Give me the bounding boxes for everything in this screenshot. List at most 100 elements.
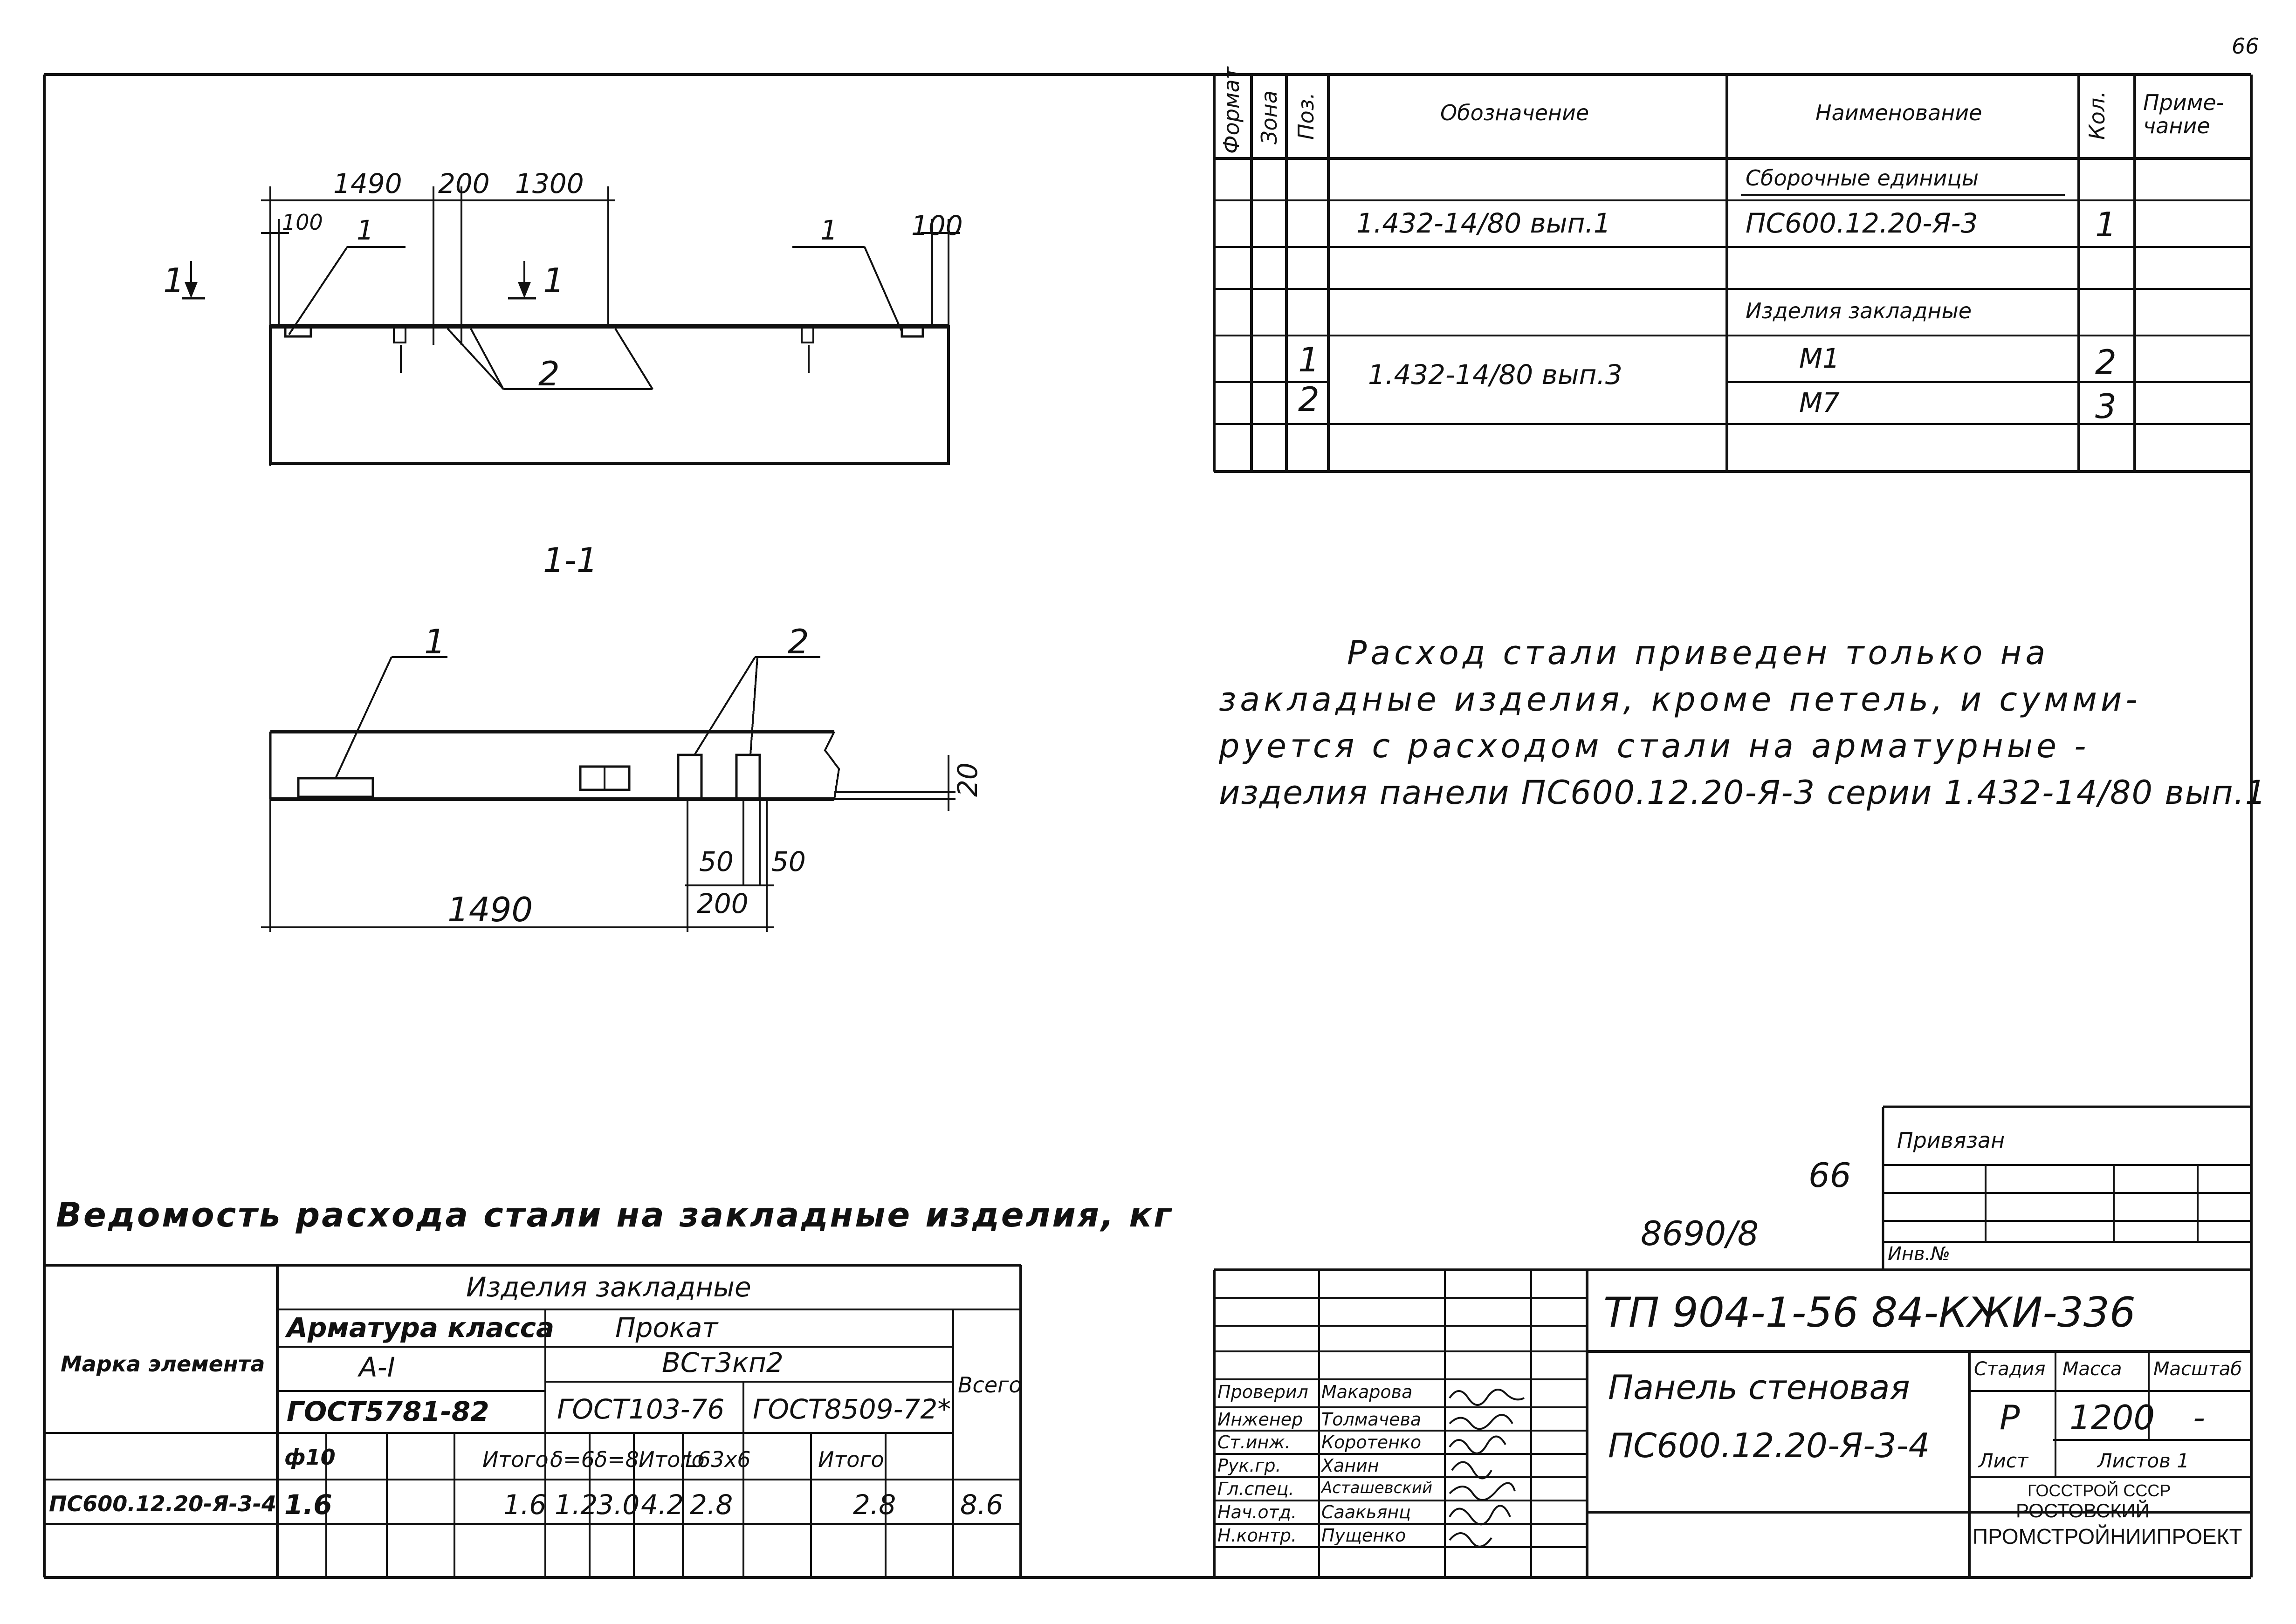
section-mark-left-label: 1 — [163, 261, 185, 300]
plan-dim-1490: 1490 — [333, 168, 402, 199]
signer-role-4: Рук.гр. — [1217, 1455, 1281, 1476]
spec-row3-name: М7 — [1799, 387, 1840, 418]
stamp-inv-no: Инв.№ — [1888, 1243, 1950, 1265]
spec-header-pos: Поз. — [1293, 92, 1319, 140]
steel-sub-s6: δ=6 — [550, 1447, 595, 1472]
plan-callout-2: 2 — [538, 354, 560, 393]
stamp-scale: - — [2193, 1398, 2205, 1437]
steel-sub-itogo1: Итого — [482, 1447, 549, 1472]
steel-row-itogo2: 4.2 — [641, 1489, 684, 1521]
spec-header-zone: Зона — [1257, 90, 1282, 144]
steel-group: Изделия закладные — [466, 1271, 751, 1303]
stamp-attached: Привязан — [1897, 1128, 2005, 1153]
plan-callout-1-left: 1 — [357, 214, 374, 246]
section-dim-50b: 50 — [771, 846, 806, 877]
steel-gost8509: ГОСТ8509-72* — [753, 1393, 951, 1425]
signer-name-1: Макарова — [1321, 1382, 1413, 1402]
spec-row1-qty: 1 — [2095, 205, 2117, 244]
steel-rebar-class: Арматура класса — [287, 1312, 555, 1343]
spec-row2-qty: 2 — [2095, 343, 2117, 382]
stamp-mass: 1200 — [2069, 1398, 2155, 1437]
stamp-sheet-label: Лист — [1979, 1449, 2028, 1472]
stamp-title-line2: ПС600.12.20-Я-3-4 — [1608, 1426, 1930, 1465]
section-dim-20: 20 — [952, 762, 983, 797]
signer-name-7: Пущенко — [1321, 1525, 1406, 1546]
steel-total-all: Всего — [958, 1372, 1022, 1398]
note-line-4: изделия панели ПС600.12.20-Я-3 серии 1.4… — [1219, 774, 2267, 812]
steel-col-element: Марка элемента — [61, 1351, 265, 1377]
stamp-sheets-label: Листов 1 — [2097, 1449, 2189, 1472]
stamp-scale-label: Масштаб — [2153, 1358, 2242, 1380]
stamp-title-line1: Панель стеновая — [1608, 1368, 1910, 1407]
signer-role-7: Н.контр. — [1217, 1525, 1297, 1546]
signer-role-3: Ст.инж. — [1217, 1432, 1291, 1453]
stamp-mass-label: Масса — [2062, 1358, 2122, 1380]
signer-name-4: Ханин — [1321, 1455, 1379, 1476]
plan-dim-100-left: 100 — [282, 210, 323, 235]
section-dim-200: 200 — [697, 888, 749, 919]
signer-role-5: Гл.спец. — [1217, 1479, 1294, 1499]
steel-rolled: Прокат — [615, 1312, 718, 1343]
plan-dim-200: 200 — [438, 168, 490, 199]
signer-name-5: Асташевский — [1321, 1479, 1433, 1497]
stamp-mark-66: 66 — [1808, 1156, 1851, 1195]
section-dim-50a: 50 — [699, 846, 734, 877]
spec-header-designation: Обозначение — [1440, 100, 1589, 125]
stamp-org-line1: ГОССТРОЙ СССР — [2028, 1481, 2171, 1500]
steel-sub-itogo3: Итого — [818, 1447, 884, 1472]
spec-row2-name: М1 — [1799, 343, 1840, 374]
note-line-2: закладные изделия, кроме петель, и сумми… — [1219, 680, 2141, 719]
stamp-mark-8690: 8690/8 — [1641, 1214, 1759, 1253]
steel-sub-itogo2: Итого — [639, 1447, 705, 1472]
spec-row2-designation: 1.432-14/80 вып.3 — [1368, 359, 1622, 391]
steel-row-d10: 1.6 — [284, 1489, 332, 1521]
steel-row-itogo3: 2.8 — [853, 1489, 896, 1521]
section-callout-2: 2 — [788, 622, 809, 661]
steel-sub-angle: L63х6 — [685, 1447, 751, 1472]
steel-gost-rebar: ГОСТ5781-82 — [287, 1396, 489, 1427]
section-title: 1-1 — [543, 541, 598, 580]
steel-row-s8: 3.0 — [597, 1489, 640, 1521]
stamp-org-line3: ПРОМСТРОЙНИИПРОЕКТ — [1973, 1524, 2242, 1549]
steel-row-angle: 2.8 — [690, 1489, 733, 1521]
spec-row1-designation: 1.432-14/80 вып.1 — [1356, 207, 1611, 239]
steel-row-total: 8.6 — [960, 1489, 1004, 1521]
steel-row-element: ПС600.12.20-Я-3-4 — [49, 1491, 276, 1516]
page-number: 66 — [2232, 34, 2259, 59]
signer-name-2: Толмачева — [1321, 1409, 1422, 1430]
steel-gost103: ГОСТ103-76 — [557, 1393, 725, 1425]
signer-role-6: Нач.отд. — [1217, 1502, 1297, 1522]
stamp-org-line2: РОСТОВСКИЙ — [2016, 1500, 2150, 1521]
signer-name-3: Коротенко — [1321, 1432, 1422, 1453]
note-line-3: руется с расходом стали на арматурные - — [1219, 727, 2090, 765]
steel-row-s6: 1.2 — [555, 1489, 598, 1521]
stamp-doc-code: ТП 904-1-56 84-КЖИ-336 — [1603, 1288, 2136, 1336]
spec-row3-qty: 3 — [2095, 387, 2117, 426]
spec-header-qty: Кол. — [2084, 91, 2110, 140]
spec-header-format: Формат — [1219, 67, 1244, 154]
steel-rebar-grade: А-I — [359, 1351, 395, 1383]
signer-name-6: Саакьянц — [1321, 1502, 1411, 1522]
spec-row3-pos: 2 — [1298, 380, 1320, 419]
plan-dim-100-right: 100 — [911, 210, 963, 241]
steel-sub-s8: δ=8 — [594, 1447, 639, 1472]
signatures — [1449, 1389, 1525, 1547]
steel-sub-d10: ф10 — [284, 1445, 336, 1470]
spec-section-assembly: Сборочные единицы — [1746, 165, 1979, 191]
spec-row2-pos: 1 — [1298, 340, 1320, 379]
signer-role-2: Инженер — [1217, 1409, 1303, 1430]
plan-callout-1-right: 1 — [820, 214, 838, 246]
spec-header-note: Приме- чание — [2143, 90, 2224, 138]
spec-row1-name: ПС600.12.20-Я-3 — [1746, 207, 1978, 239]
section-callout-1: 1 — [424, 622, 446, 661]
signer-role-1: Проверил — [1217, 1382, 1308, 1402]
stamp-stage: Р — [2000, 1398, 2020, 1437]
plan-dim-1300: 1300 — [515, 168, 584, 199]
note-line-1: Расход стали приведен только на — [1347, 634, 2049, 672]
stamp-stage-label: Стадия — [1974, 1358, 2046, 1380]
steel-row-itogo1: 1.6 — [503, 1489, 547, 1521]
section-dim-1490: 1490 — [447, 890, 533, 929]
steel-table-title: Ведомость расхода стали на закладные изд… — [56, 1195, 1173, 1234]
steel-grade: ВСт3кп2 — [662, 1347, 784, 1378]
